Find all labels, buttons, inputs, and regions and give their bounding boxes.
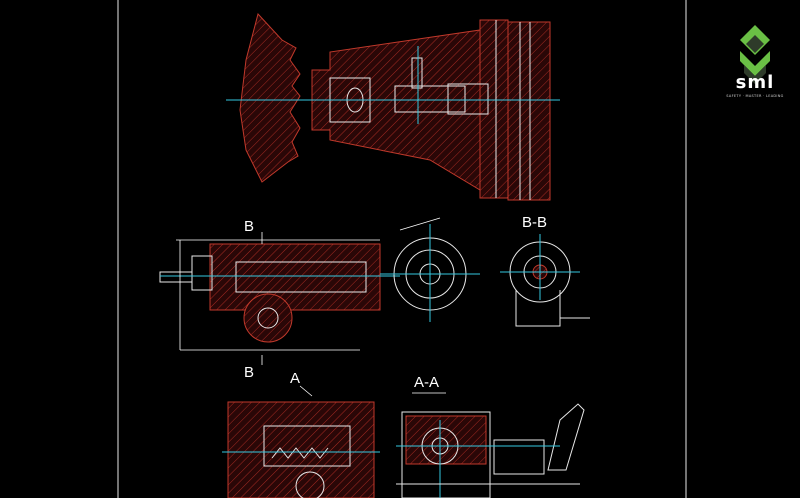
main-assembly-view <box>226 12 560 201</box>
section-aa-label: A-A <box>414 374 439 391</box>
handwheel-view <box>380 217 480 322</box>
logo-brand-text: sml <box>735 72 775 93</box>
section-b-bottom-label: B <box>244 364 254 381</box>
section-b-top-label: B <box>244 218 254 235</box>
section-bb-view: B-B <box>500 214 590 327</box>
logo-tagline: SAFETY · MASTER · LEADING <box>726 94 784 98</box>
section-a-view: A <box>222 370 380 498</box>
sml-logo-mark <box>740 25 770 84</box>
section-bb-label: B-B <box>522 214 547 231</box>
section-a-label: A <box>290 370 300 387</box>
section-aa-view: A-A <box>396 374 585 498</box>
section-b-view: B B <box>159 218 400 381</box>
